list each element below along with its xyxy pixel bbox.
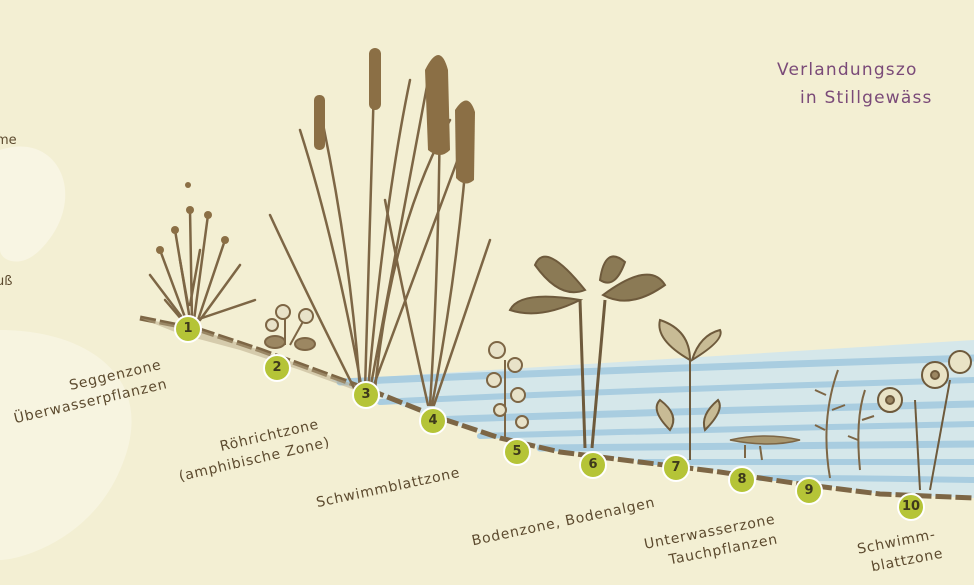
zone-badge-10: 10 <box>897 493 925 521</box>
zone-badge-8: 8 <box>728 466 756 494</box>
diagram-title-line2: in Stillgewäss <box>800 88 933 108</box>
zone-badge-4: 4 <box>419 407 447 435</box>
background-shape <box>0 146 65 261</box>
zone-badge-6: 6 <box>579 451 607 479</box>
zone-badge-1: 1 <box>174 315 202 343</box>
zone-badge-3: 3 <box>352 381 380 409</box>
left-edge-text-2: uß <box>0 274 12 289</box>
background-shape-lower <box>0 330 132 560</box>
zone-badge-7: 7 <box>662 454 690 482</box>
sedge-plant <box>150 210 255 320</box>
zone-badge-9: 9 <box>795 477 823 505</box>
zone-badge-2: 2 <box>263 354 291 382</box>
diagram-title-line1: Verlandungszo <box>777 60 918 80</box>
left-edge-text-1: me <box>0 133 17 148</box>
sedge-flowers <box>156 182 229 254</box>
marsh-flower-plant <box>265 305 315 350</box>
zone-badge-5: 5 <box>503 438 531 466</box>
